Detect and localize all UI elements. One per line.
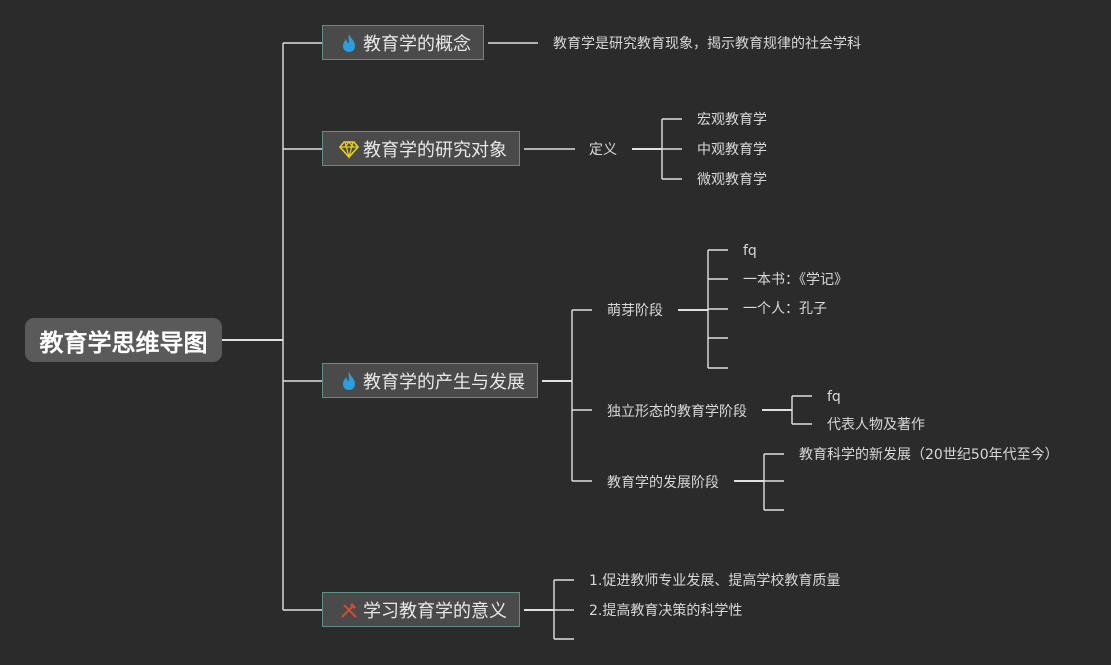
topic-concept[interactable]: 教育学的概念 [322,25,484,60]
root-node[interactable]: 教育学思维导图 [25,318,222,362]
stage-item[interactable]: fq [743,243,757,259]
root-label: 教育学思维导图 [39,328,208,357]
stage-node[interactable]: 教育学的发展阶段 [607,475,719,491]
stage-node[interactable]: 萌芽阶段 [607,303,663,319]
flame-icon [339,33,359,53]
stage-item[interactable]: 教育科学的新发展（20世纪50年代至今） [799,447,1059,463]
diamond-icon [339,139,359,159]
research-item[interactable]: 微观教育学 [697,172,767,188]
research-definition-node[interactable]: 定义 [589,142,617,158]
stage-item[interactable]: 一本书：《学记》 [743,272,848,288]
significance-item[interactable]: 1.促进教师专业发展、提高学校教育质量 [589,573,841,589]
significance-item[interactable]: 2.提高教育决策的科学性 [589,603,743,619]
concept-definition[interactable]: 教育学是研究教育现象，揭示教育规律的社会学科 [553,36,861,52]
tools-icon [339,600,359,620]
topic-label: 教育学的概念 [363,33,471,55]
topic-significance[interactable]: 学习教育学的意义 [322,592,520,627]
flame-icon [339,371,359,391]
stage-item[interactable]: fq [827,389,841,405]
topic-label: 教育学的产生与发展 [363,371,525,393]
topic-label: 学习教育学的意义 [363,600,507,622]
stage-item[interactable]: 一个人：孔子 [743,301,827,317]
topic-research-object[interactable]: 教育学的研究对象 [322,131,520,166]
stage-node[interactable]: 独立形态的教育学阶段 [607,404,747,420]
research-item[interactable]: 宏观教育学 [697,112,767,128]
topic-development[interactable]: 教育学的产生与发展 [322,363,538,398]
stage-item[interactable]: 代表人物及著作 [827,417,925,433]
topic-label: 教育学的研究对象 [363,139,507,161]
research-item[interactable]: 中观教育学 [697,142,767,158]
